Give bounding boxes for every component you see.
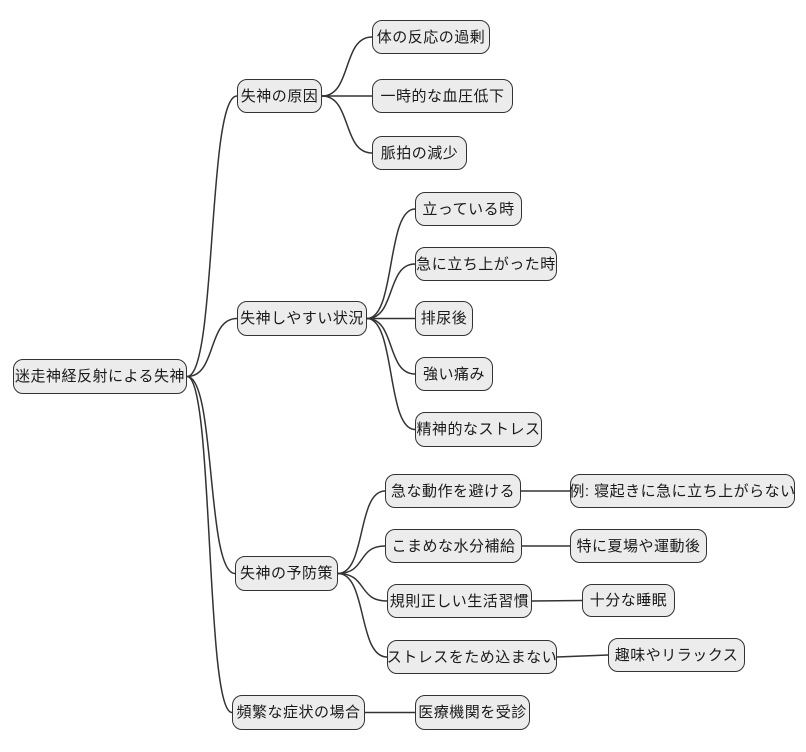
node-label: 趣味やリラックス [614,646,739,664]
node-label: 急な動作を避ける [390,482,515,500]
mindmap-node-sit-1: 立っている時 [415,192,522,226]
mindmap-node-example-4: 趣味やリラックス [608,638,745,672]
mindmap-node-frequent: 頻繁な症状の場合 [232,695,365,730]
mindmap-node-prev-4: ストレスをため込まない [387,640,557,674]
mindmap-node-freq-1: 医療機関を受診 [415,695,530,730]
mindmap-node-sit-3: 排尿後 [415,301,473,336]
edge-root-prevention [186,375,236,575]
mindmap-node-root: 迷走神経反射による失神 [13,359,187,394]
mindmap-node-sit-4: 強い痛み [415,357,493,391]
edge-prevention-prev-4 [337,572,388,658]
node-label: 医療機関を受診 [418,704,527,721]
edge-causes-cause-3 [321,95,373,154]
edge-situations-sit-4 [366,317,416,375]
edge-situations-sit-5 [366,317,416,431]
node-label: ストレスをため込まない [386,648,558,666]
mindmap-node-prevention: 失神の予防策 [235,556,338,591]
node-label: 脈拍の減少 [380,144,459,162]
mindmap-node-situations: 失神しやすい状況 [237,301,367,336]
edge-prevention-prev-2 [337,545,386,575]
edge-situations-sit-1 [366,208,416,320]
mindmap-node-example-3: 十分な睡眠 [582,584,675,617]
node-label: 一時的な血圧低下 [380,87,505,105]
node-label: 立っている時 [422,200,515,218]
node-label: 十分な睡眠 [589,592,668,609]
mindmap-node-example-2: 特に夏場や運動後 [570,529,707,563]
node-label: 迷走神経反射による失神 [14,368,186,385]
node-label: 失神しやすい状況 [240,310,364,327]
node-label: 精神的なストレス [416,421,541,438]
edge-root-frequent [186,375,233,714]
mindmap-node-causes: 失神の原因 [237,79,322,113]
node-label: 例: 寝起きに急に立ち上がらない [569,482,796,500]
node-label: 体の反応の過剰 [376,28,486,46]
edge-prev-3-example-3 [531,599,583,602]
node-label: 規則正しい生活習慣 [389,592,530,610]
node-label: 排尿後 [420,310,468,327]
node-label: 失神の原因 [240,87,319,105]
mindmap-node-prev-3: 規則正しい生活習慣 [387,584,532,618]
edge-prevention-prev-1 [337,490,386,575]
mindmap-node-cause-2: 一時的な血圧低下 [372,79,513,113]
edge-prevention-prev-3 [337,572,388,602]
edge-situations-sit-2 [366,263,416,320]
node-label: 頻繁な症状の場合 [236,704,361,721]
node-label: 強い痛み [422,365,485,383]
mindmap-node-sit-2: 急に立ち上がった時 [415,247,557,281]
mindmap-node-prev-2: こまめな水分補給 [385,529,522,563]
edge-root-situations [186,317,238,378]
node-label: 急に立ち上がった時 [416,255,556,273]
edge-prev-4-example-4 [556,654,609,658]
mindmap-node-sit-5: 精神的なストレス [415,412,542,447]
node-label: 特に夏場や運動後 [576,537,701,555]
mindmap-node-prev-1: 急な動作を避ける [385,474,521,508]
mindmap-node-cause-1: 体の反応の過剰 [372,20,490,54]
node-label: こまめな水分補給 [391,537,516,555]
edge-root-causes [186,95,238,378]
edge-causes-cause-1 [321,36,373,97]
mindmap-node-cause-3: 脈拍の減少 [372,136,467,170]
mindmap-node-example-1: 例: 寝起きに急に立ち上がらない [569,474,796,508]
node-label: 失神の予防策 [239,565,333,582]
